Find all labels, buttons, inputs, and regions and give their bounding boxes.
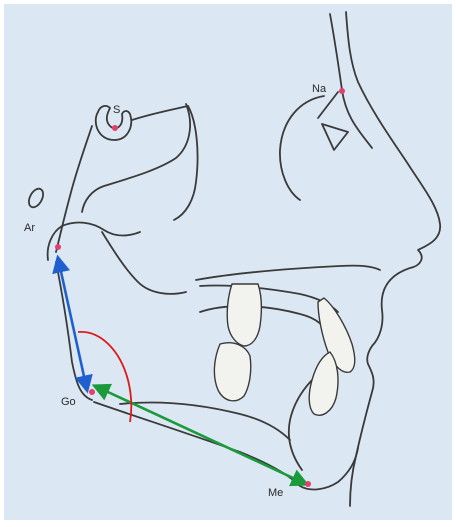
gonion-label: Go	[61, 396, 76, 408]
upper-molar	[227, 284, 261, 346]
figure-background	[4, 4, 452, 520]
menton-label: Me	[268, 487, 283, 499]
sella-label: S	[113, 104, 120, 116]
articulare-label: Ar	[24, 222, 35, 234]
articulare-point	[55, 244, 61, 250]
nasion-point	[339, 88, 345, 94]
sella-point	[112, 125, 118, 131]
menton-point	[305, 481, 311, 487]
nasion-label: Na	[312, 83, 327, 95]
lower-molar	[214, 343, 250, 401]
gonion-point	[89, 389, 95, 395]
